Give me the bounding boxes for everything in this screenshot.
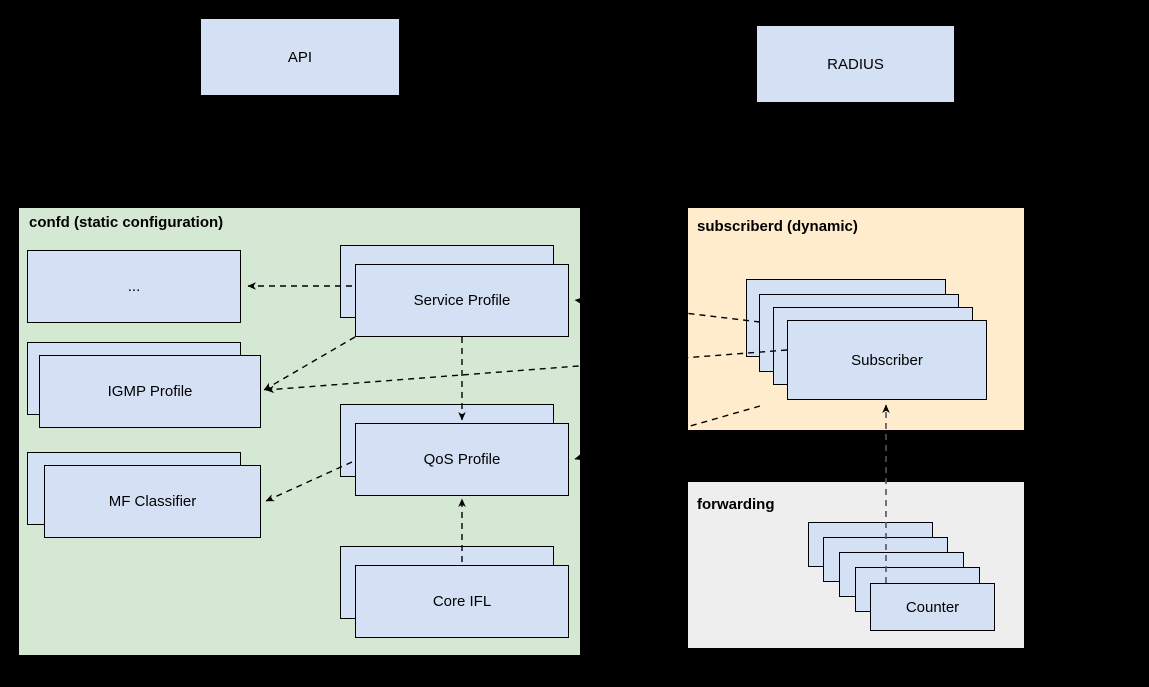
node-api[interactable]: API — [200, 18, 400, 96]
node-subscriber[interactable]: Subscriber — [787, 320, 987, 400]
node-igmp-profile-label: IGMP Profile — [107, 383, 193, 400]
node-core-ifl[interactable]: Core IFL — [355, 565, 569, 638]
node-api-label: API — [287, 48, 313, 66]
container-forwarding-title: forwarding — [697, 496, 775, 513]
node-ellipsis-label: ... — [127, 278, 141, 295]
node-subscriber-label: Subscriber — [851, 351, 923, 369]
node-service-profile-label: Service Profile — [413, 292, 511, 309]
node-igmp-profile[interactable]: IGMP Profile — [39, 355, 261, 428]
node-core-ifl-label: Core IFL — [432, 593, 492, 610]
node-counter[interactable]: Counter — [870, 583, 995, 631]
container-subscriberd-title: subscriberd (dynamic) — [697, 218, 858, 235]
node-radius-label: RADIUS — [827, 55, 884, 73]
node-ellipsis[interactable]: ... — [27, 250, 241, 323]
container-confd-title: confd (static configuration) — [29, 214, 224, 231]
node-qos-profile[interactable]: QoS Profile — [355, 423, 569, 496]
node-qos-profile-label: QoS Profile — [423, 451, 501, 468]
node-radius[interactable]: RADIUS — [756, 25, 955, 103]
node-mf-classifier[interactable]: MF Classifier — [44, 465, 261, 538]
node-mf-classifier-label: MF Classifier — [108, 493, 197, 510]
node-service-profile[interactable]: Service Profile — [355, 264, 569, 337]
node-counter-label: Counter — [905, 598, 960, 616]
